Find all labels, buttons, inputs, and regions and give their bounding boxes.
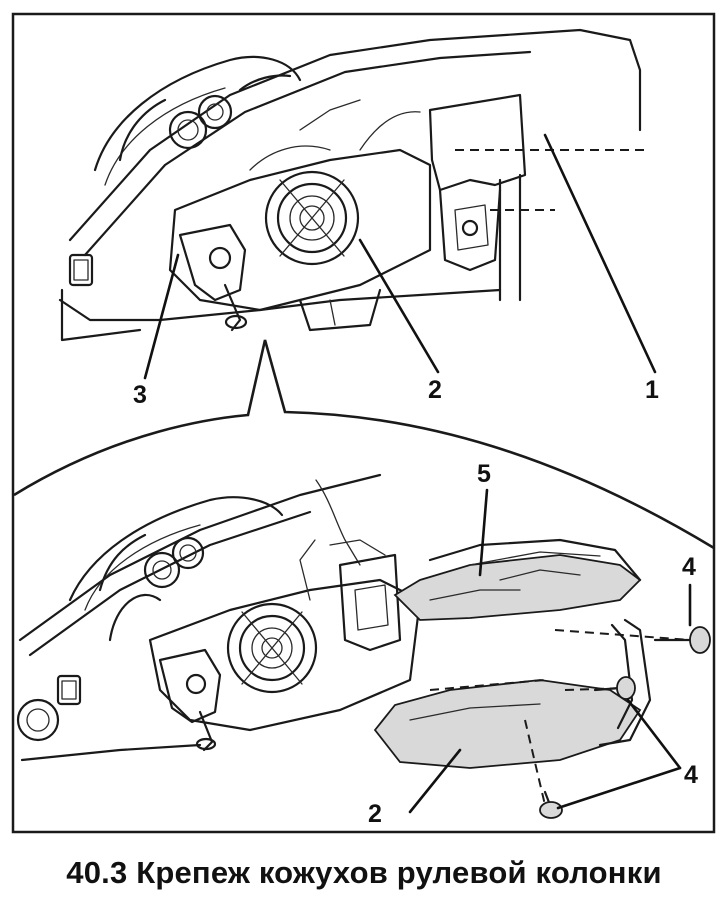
callout-4-detail-top: 4 bbox=[682, 553, 696, 581]
callout-5-detail: 5 bbox=[477, 460, 491, 488]
callout-3-upper: 3 bbox=[133, 381, 147, 409]
callout-2-upper: 2 bbox=[428, 376, 442, 404]
detail-view-drawing bbox=[16, 473, 711, 819]
figure-caption: 40.3 Крепеж кожухов рулевой колонки bbox=[66, 855, 662, 890]
callout-2-detail: 2 bbox=[368, 800, 382, 828]
figure-frame bbox=[11, 12, 716, 834]
callout-1-upper: 1 bbox=[645, 376, 659, 404]
detail-bubble-outline bbox=[13, 339, 715, 550]
upper-view-drawing bbox=[58, 28, 657, 380]
callout-4-detail-bottom: 4 bbox=[684, 761, 698, 789]
